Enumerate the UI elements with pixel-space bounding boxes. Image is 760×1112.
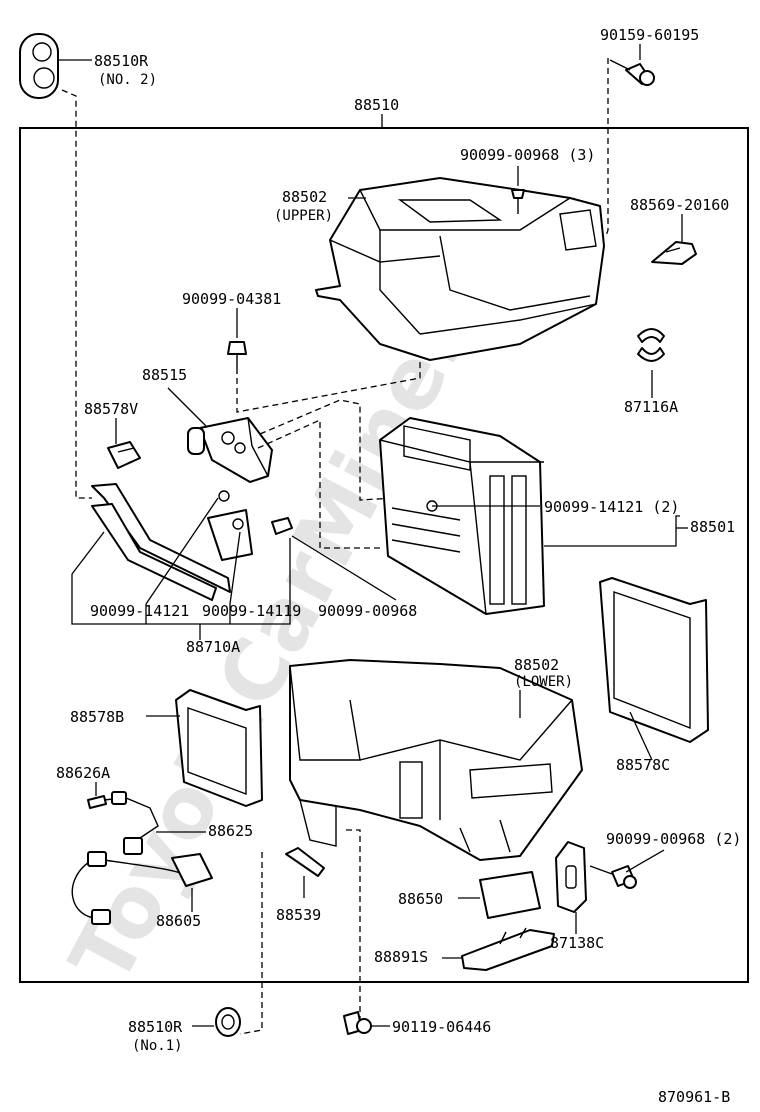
label-88626A: 88626A <box>56 764 110 782</box>
screw-upper-part <box>511 189 525 214</box>
label-90119: 90119-06446 <box>392 1018 491 1036</box>
label-88578V: 88578V <box>84 400 138 418</box>
label-88502-lower-sub: (LOWER) <box>514 674 573 690</box>
pad-88578V-part <box>107 441 141 469</box>
tube-assembly-part <box>91 483 253 601</box>
harness-88605-part <box>71 851 213 925</box>
bolt-90159-part <box>609 59 655 86</box>
label-88605: 88605 <box>156 912 201 930</box>
label-88510R-no2: 88510R <box>94 52 149 70</box>
bolt-90099-04381-part <box>227 341 247 374</box>
bolt-90119-part <box>343 1011 372 1035</box>
label-90099-00968: 90099-00968 <box>318 602 417 620</box>
bracket-87138C-part <box>555 841 587 913</box>
label-88510: 88510 <box>354 96 399 114</box>
label-90099-00968-3: 90099-00968 (3) <box>460 146 595 164</box>
label-88502-lower: 88502 <box>514 656 559 674</box>
assembly-frame <box>19 127 749 983</box>
screw-tube-part <box>271 517 293 535</box>
label-88510R-no1-sub: (No.1) <box>132 1038 183 1054</box>
label-90099-14121: 90099-14121 <box>90 602 189 620</box>
label-88891S: 88891S <box>374 948 428 966</box>
oring-left <box>218 490 230 502</box>
diagram-id: 870961-B <box>658 1088 730 1106</box>
label-88501: 88501 <box>690 518 735 536</box>
lower-case-part <box>289 659 583 861</box>
label-88510R-no1: 88510R <box>128 1018 183 1036</box>
label-88502-upper-sub: (UPPER) <box>274 208 333 224</box>
label-88578C: 88578C <box>616 756 670 774</box>
upper-case-part <box>315 177 605 361</box>
label-90099-14121-2: 90099-14121 (2) <box>544 498 679 516</box>
label-87116A: 87116A <box>624 398 678 416</box>
label-88510R-no2-sub: (NO. 2) <box>98 72 157 88</box>
grommet-no2-part <box>19 33 59 99</box>
bracket-88891S-part <box>461 927 555 971</box>
sensor-88625-part <box>87 791 159 855</box>
label-88578B: 88578B <box>70 708 124 726</box>
label-88569: 88569-20160 <box>630 196 729 214</box>
label-88650: 88650 <box>398 890 443 908</box>
expansion-valve-part <box>187 417 273 483</box>
label-90159: 90159-60195 <box>600 26 699 44</box>
label-90099-00968-2: 90099-00968 (2) <box>606 830 741 848</box>
label-90099-04381: 90099-04381 <box>182 290 281 308</box>
label-88515: 88515 <box>142 366 187 384</box>
part-88539 <box>285 847 325 877</box>
clip-87116A-part <box>637 328 665 362</box>
screw-lower-part <box>611 865 637 889</box>
seal-88578C-part <box>599 577 709 743</box>
label-90099-14119: 90099-14119 <box>202 602 301 620</box>
label-88502-upper: 88502 <box>282 188 327 206</box>
label-87138C: 87138C <box>550 934 604 952</box>
label-88625: 88625 <box>208 822 253 840</box>
seal-88578B-part <box>175 689 263 807</box>
oring-right <box>426 500 438 512</box>
clip-88569-part <box>651 241 697 265</box>
module-88650-part <box>479 871 541 919</box>
label-88539: 88539 <box>276 906 321 924</box>
label-88710A: 88710A <box>186 638 240 656</box>
evaporator-part <box>379 417 545 615</box>
grommet-no1-part <box>215 1007 241 1037</box>
